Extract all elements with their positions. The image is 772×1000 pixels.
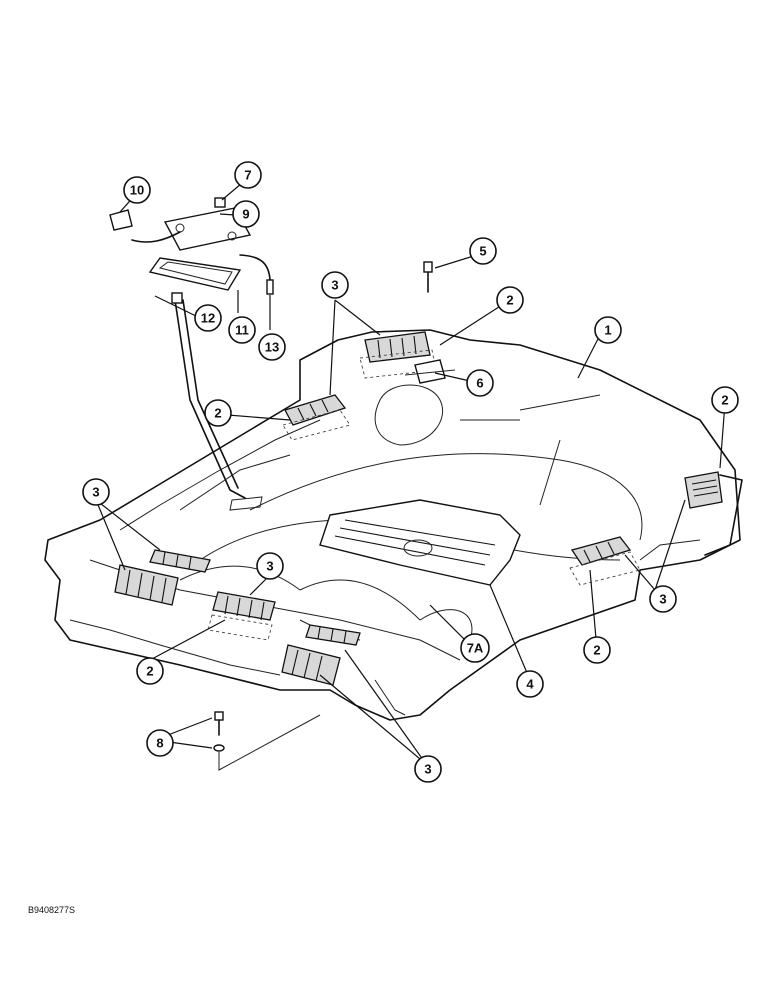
vent-right-lower	[569, 536, 641, 586]
callout-7: 7	[234, 161, 262, 189]
svg-text:2: 2	[506, 293, 513, 308]
callout-7a: 7A	[460, 633, 490, 663]
callout-13: 13	[258, 333, 286, 361]
headliner-panel	[44, 329, 743, 721]
callout-11: 11	[228, 316, 256, 344]
svg-text:5: 5	[479, 244, 486, 259]
svg-text:9: 9	[242, 207, 249, 222]
svg-text:3: 3	[424, 762, 431, 777]
callout-10: 10	[123, 176, 151, 204]
callout-1: 1	[594, 316, 622, 344]
callout-2: 2	[583, 636, 611, 664]
svg-text:3: 3	[92, 485, 99, 500]
callout-2: 2	[204, 399, 232, 427]
svg-text:6: 6	[476, 376, 483, 391]
svg-text:7: 7	[244, 168, 251, 183]
svg-text:3: 3	[659, 592, 666, 607]
vent-front-left-b	[114, 564, 179, 606]
callout-2: 2	[136, 657, 164, 685]
callout-6: 6	[466, 369, 494, 397]
svg-text:3: 3	[331, 278, 338, 293]
leader-lines	[95, 177, 726, 765]
callout-3: 3	[82, 478, 110, 506]
vent-upper-left	[282, 394, 351, 441]
svg-text:1: 1	[604, 323, 611, 338]
svg-text:3: 3	[266, 559, 273, 574]
svg-text:2: 2	[721, 393, 728, 408]
callout-3: 3	[256, 552, 284, 580]
svg-text:2: 2	[593, 643, 600, 658]
clip-part-6	[404, 359, 456, 384]
bolt-part-8	[213, 711, 321, 771]
svg-text:4: 4	[526, 677, 534, 692]
vent-right	[684, 471, 723, 509]
vent-rear-left	[359, 331, 437, 379]
callout-8: 8	[146, 729, 174, 757]
svg-text:11: 11	[235, 323, 249, 338]
callout-3: 3	[414, 755, 442, 783]
svg-text:2: 2	[214, 406, 221, 421]
svg-text:7A: 7A	[467, 641, 484, 656]
callout-12: 12	[194, 304, 222, 332]
vent-front-left-a	[149, 549, 211, 573]
callout-5: 5	[469, 237, 497, 265]
svg-text:13: 13	[265, 340, 279, 355]
svg-text:2: 2	[146, 664, 153, 679]
callout-4: 4	[516, 670, 544, 698]
callout-9: 9	[232, 200, 260, 228]
vent-front-right-b	[281, 644, 341, 686]
svg-text:10: 10	[130, 183, 144, 198]
callout-3: 3	[321, 271, 349, 299]
svg-text:12: 12	[201, 311, 215, 326]
screw-part-5	[423, 261, 433, 293]
vent-front-center	[207, 591, 276, 641]
callout-2: 2	[711, 386, 739, 414]
svg-text:8: 8	[156, 736, 163, 751]
callout-2: 2	[496, 286, 524, 314]
dome-light-assembly	[109, 197, 274, 499]
figure-reference: B9408277S	[28, 905, 75, 915]
callout-3: 3	[649, 585, 677, 613]
vent-front-right-a	[305, 624, 361, 646]
